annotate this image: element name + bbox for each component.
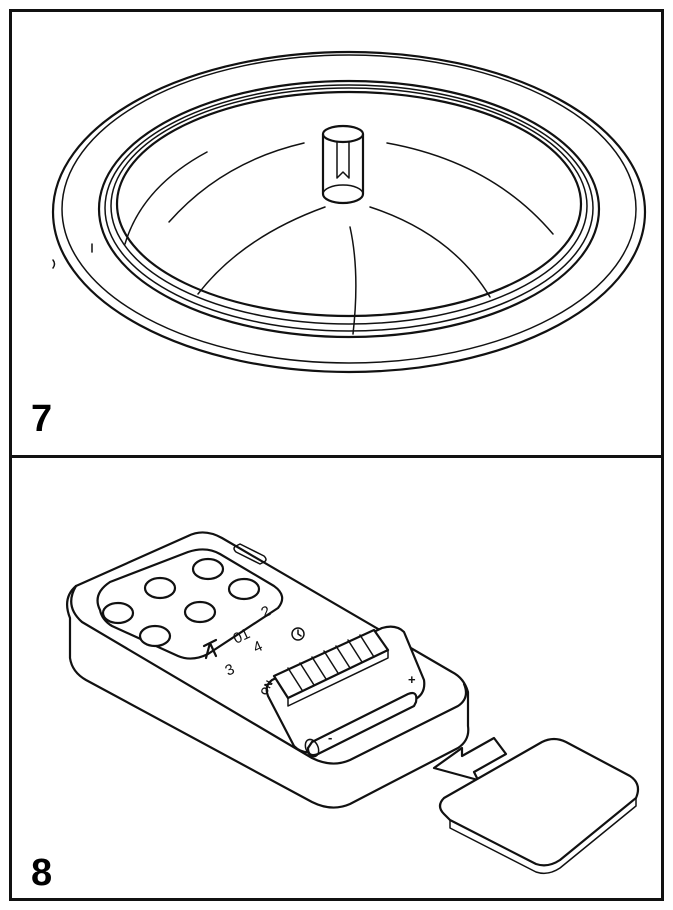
step-8-panel: 01 2 3 4 ON + - 8 (12, 458, 661, 898)
step-number: 7 (31, 398, 53, 440)
timer-icon (291, 627, 305, 641)
ceiling-lamp-cover-icon (51, 50, 647, 374)
label-01: 01 (231, 625, 253, 647)
remote-control-battery-icon: 01 2 3 4 ON + - (65, 531, 640, 875)
instruction-sheet: 7 01 2 3 4 (9, 9, 664, 901)
battery-plus-label: + (408, 672, 416, 687)
step-7-panel: 7 (12, 12, 661, 458)
step-number: 8 (31, 852, 53, 894)
battery-minus-label: - (328, 730, 332, 745)
battery-cover-icon (438, 737, 640, 867)
lamp-mode-icon (202, 638, 218, 660)
